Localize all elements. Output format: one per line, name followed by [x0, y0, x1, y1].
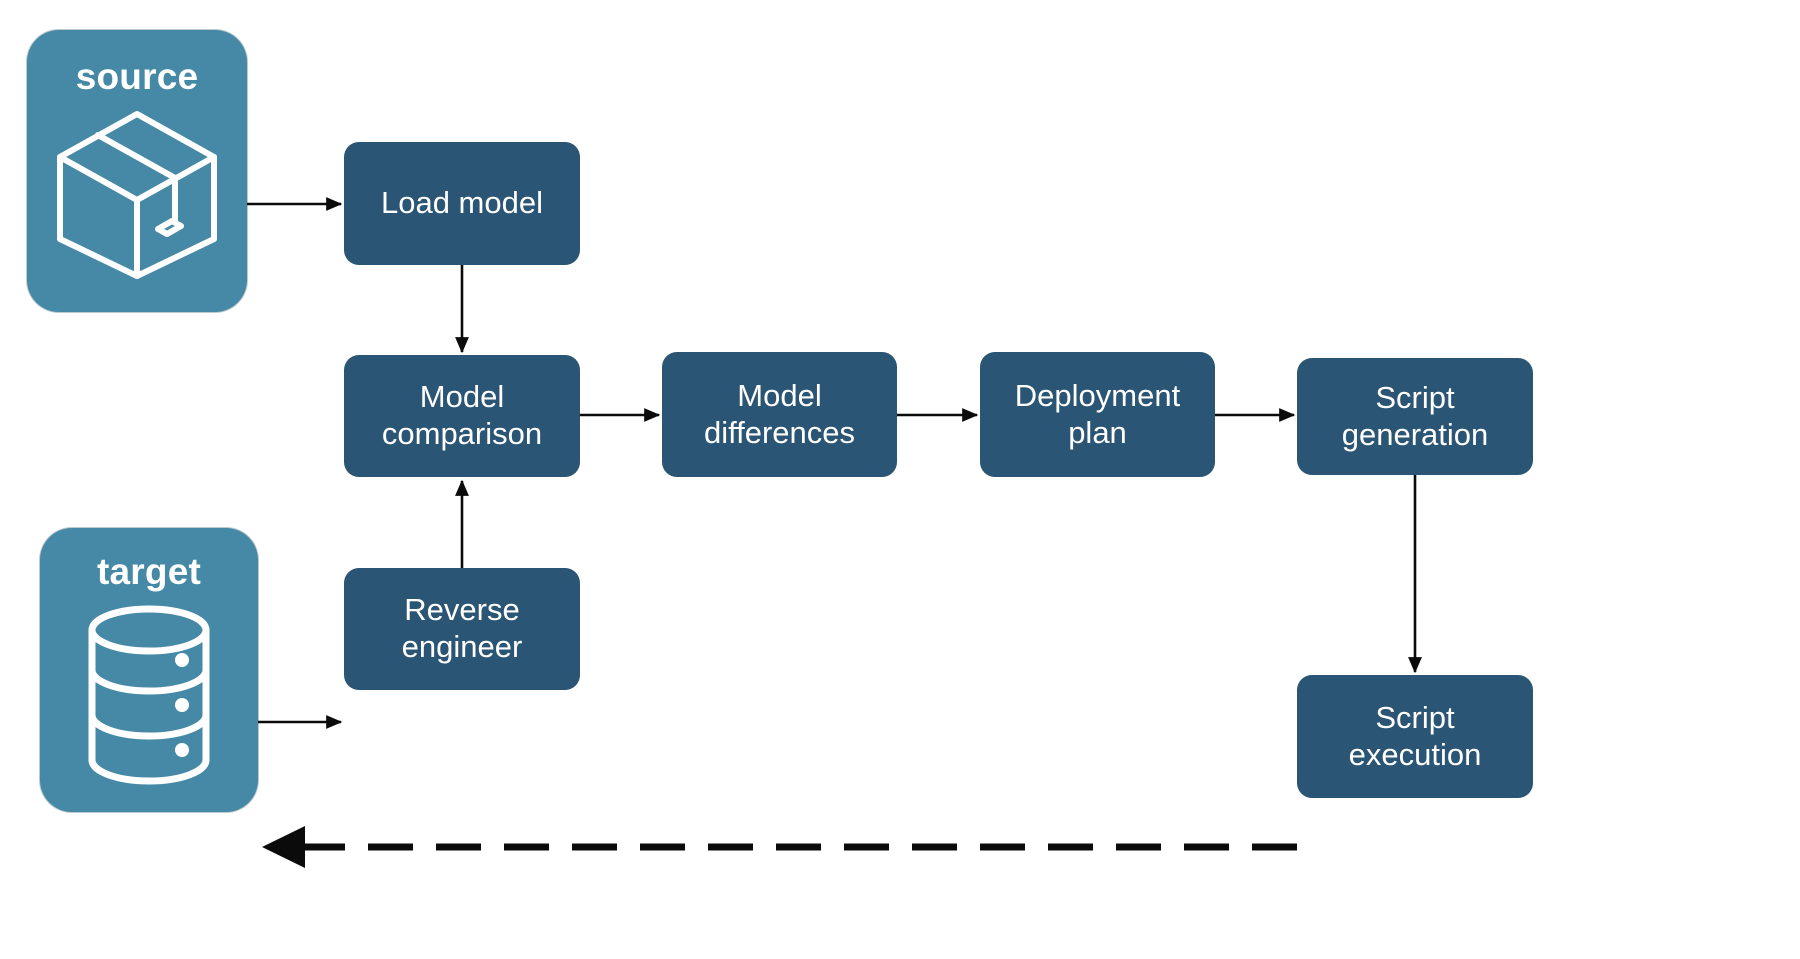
process-label-model-differences: Model differences	[703, 377, 856, 450]
process-label-deployment-plan: Deployment plan	[1014, 377, 1181, 450]
process-label-model-comparison: Model comparison	[381, 379, 543, 451]
source-label: source	[75, 56, 199, 97]
process-label-reverse-engineer: Reverse engineer	[401, 592, 523, 664]
process-box-model-comparison[interactable]: Model comparison	[344, 355, 580, 477]
process-label-load-model: Load model	[380, 185, 543, 221]
target-endpoint[interactable]: target	[40, 528, 258, 812]
process-box-script-execution[interactable]: Script execution	[1297, 675, 1533, 798]
process-box-deployment-plan[interactable]: Deployment plan	[980, 352, 1215, 477]
package-box-icon	[48, 109, 226, 286]
database-cylinder-icon	[79, 604, 219, 791]
process-label-script-generation: Script generation	[1341, 379, 1489, 452]
process-label-script-execution: Script execution	[1348, 699, 1482, 772]
arrowhead-script-execution-to-target	[262, 826, 305, 868]
process-box-model-differences[interactable]: Model differences	[662, 352, 897, 477]
process-box-load-model[interactable]: Load model	[344, 142, 580, 265]
process-box-script-generation[interactable]: Script generation	[1297, 358, 1533, 475]
source-endpoint[interactable]: source	[27, 30, 247, 312]
process-box-reverse-engineer[interactable]: Reverse engineer	[344, 568, 580, 690]
target-label: target	[97, 551, 201, 592]
